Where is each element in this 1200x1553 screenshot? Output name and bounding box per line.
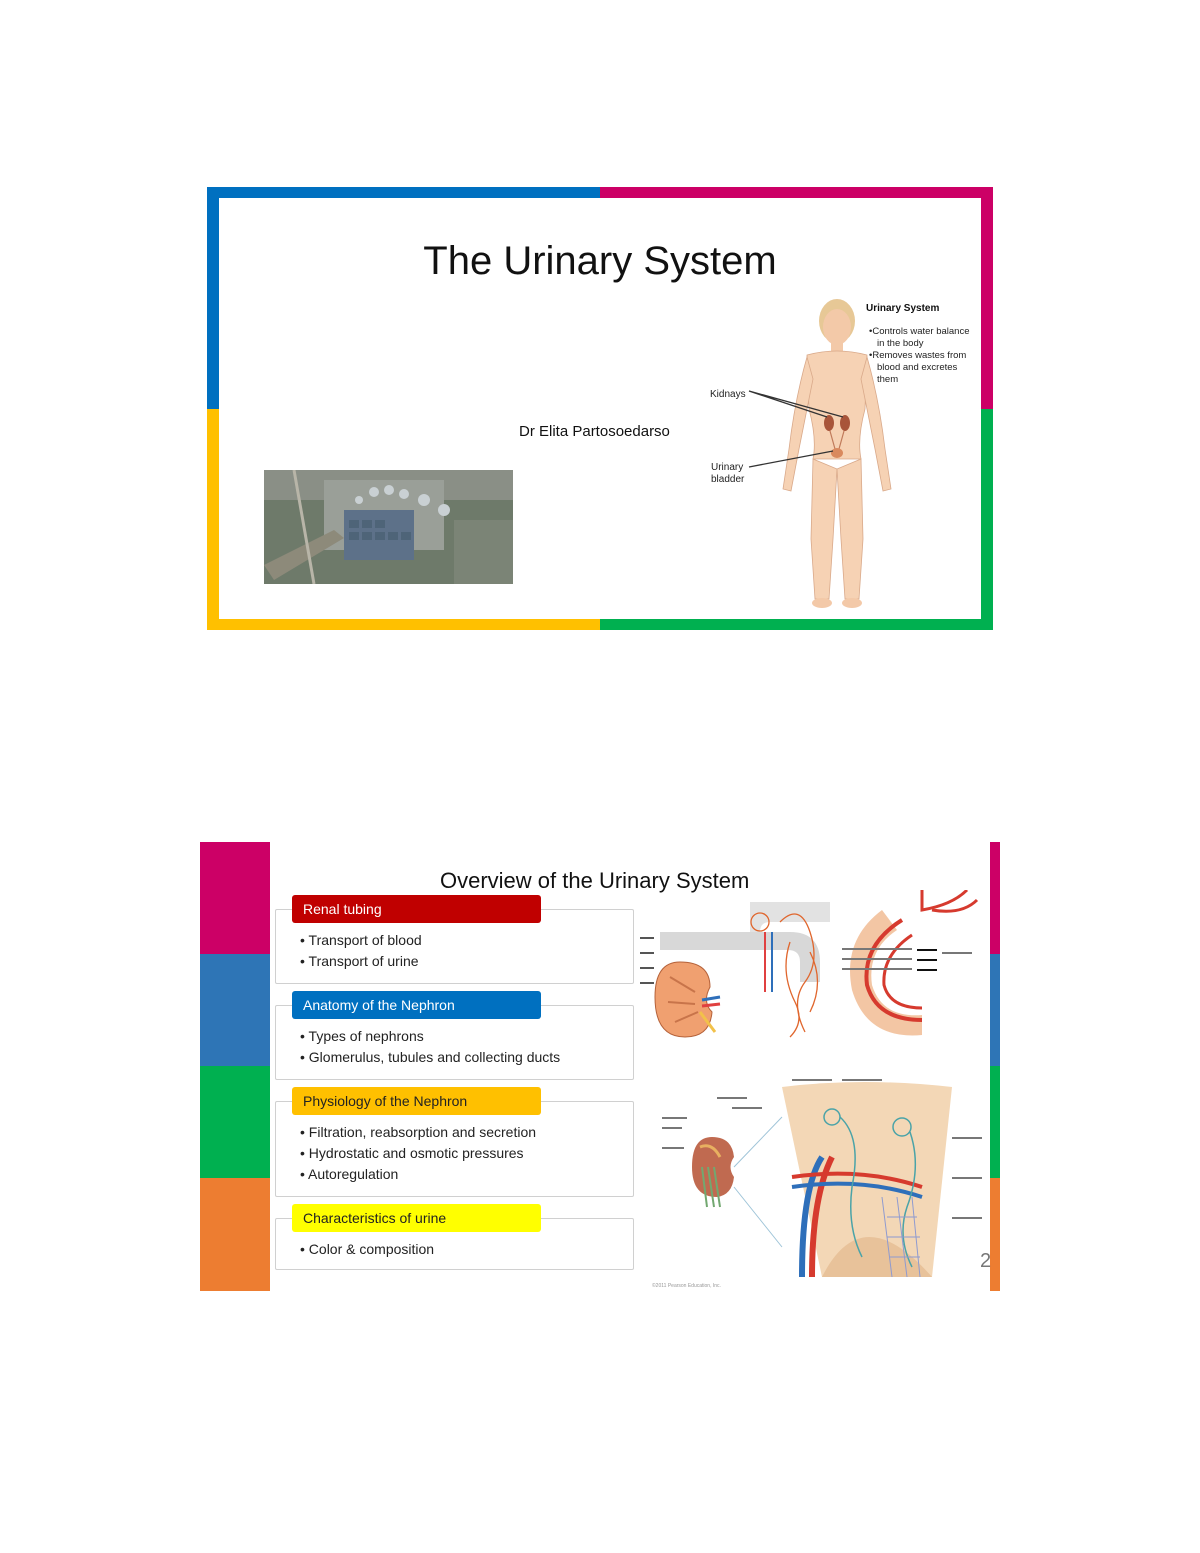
list-item: Transport of urine bbox=[300, 951, 422, 972]
kidney-nephron-diagram bbox=[640, 902, 830, 1038]
loop-of-henle-diagram bbox=[842, 890, 979, 1036]
frame-top-blue bbox=[207, 187, 600, 198]
figure-credit: ©2011 Pearson Education, Inc. bbox=[652, 1283, 721, 1289]
kidneys-label: Kidnays bbox=[710, 389, 746, 400]
section-heading-anatomy: Anatomy of the Nephron bbox=[292, 991, 541, 1019]
bladder-label-line2: bladder bbox=[711, 474, 745, 485]
info-title: Urinary System bbox=[866, 303, 940, 314]
frame-top-magenta bbox=[600, 187, 993, 198]
info-list: Controls water balance in the body Remov… bbox=[867, 326, 977, 386]
list-item: Glomerulus, tubules and collecting ducts bbox=[300, 1047, 560, 1068]
side-block-green bbox=[200, 1066, 270, 1178]
author-name: Dr Elita Partosoedarso bbox=[519, 423, 670, 440]
frame-left-blue bbox=[207, 187, 219, 409]
section-list-renal-tubing: Transport of blood Transport of urine bbox=[300, 930, 422, 972]
list-item: Color & composition bbox=[300, 1239, 434, 1260]
frame-left-yellow bbox=[207, 409, 219, 630]
page-number: 2 bbox=[980, 1250, 992, 1272]
info-item: Controls water balance in the body bbox=[867, 326, 977, 350]
right-bar-orange bbox=[990, 1178, 1000, 1291]
treatment-plant-photo bbox=[264, 470, 513, 584]
bladder-label-line1: Urinary bbox=[711, 462, 744, 473]
frame-right-magenta bbox=[981, 187, 993, 409]
section-heading-renal-tubing: Renal tubing bbox=[292, 895, 541, 923]
side-block-magenta bbox=[200, 842, 270, 954]
info-item: Removes wastes from blood and excretes t… bbox=[867, 350, 977, 386]
overview-slide: Overview of the Urinary System Renal tub… bbox=[200, 842, 1000, 1291]
list-item: Transport of blood bbox=[300, 930, 422, 951]
section-heading-physiology: Physiology of the Nephron bbox=[292, 1087, 541, 1115]
title-slide: The Urinary System Dr Elita Partosoedars… bbox=[207, 187, 993, 630]
side-block-blue bbox=[200, 954, 270, 1066]
right-bar-blue bbox=[990, 954, 1000, 1066]
list-item: Types of nephrons bbox=[300, 1026, 560, 1047]
section-list-physiology: Filtration, reabsorption and secretion H… bbox=[300, 1122, 536, 1185]
frame-bottom-yellow bbox=[207, 619, 600, 630]
section-list-urine: Color & composition bbox=[300, 1239, 434, 1260]
section-heading-urine: Characteristics of urine bbox=[292, 1204, 541, 1232]
slide-title: Overview of the Urinary System bbox=[440, 868, 750, 893]
human-body-illustration bbox=[748, 299, 892, 608]
kidney-cross-section-diagram bbox=[662, 1079, 982, 1278]
side-block-orange bbox=[200, 1178, 270, 1291]
frame-right-green bbox=[981, 409, 993, 630]
list-item: Filtration, reabsorption and secretion bbox=[300, 1122, 536, 1143]
list-item: Autoregulation bbox=[300, 1164, 536, 1185]
slide-title: The Urinary System bbox=[423, 239, 777, 283]
right-bar-green bbox=[990, 1066, 1000, 1178]
section-list-anatomy: Types of nephrons Glomerulus, tubules an… bbox=[300, 1026, 561, 1068]
right-bar-magenta bbox=[990, 842, 1000, 954]
frame-bottom-green bbox=[600, 619, 993, 630]
list-item: Hydrostatic and osmotic pressures bbox=[300, 1143, 536, 1164]
